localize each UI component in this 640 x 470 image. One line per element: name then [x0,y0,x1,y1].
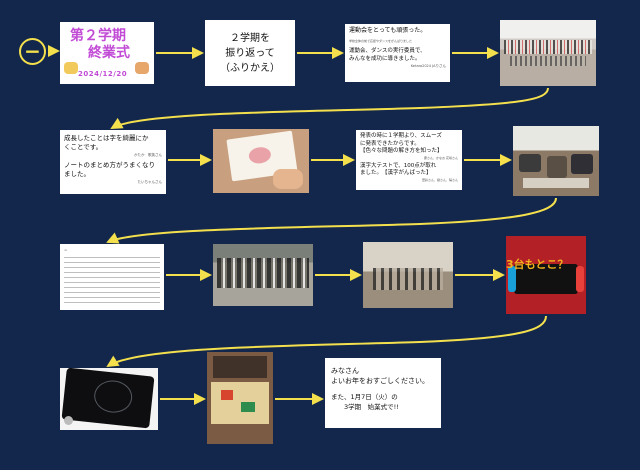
jumping-figure-icon [135,62,149,74]
reflection-card[interactable]: ２学期を 振り返って （ふりかえ） [205,20,295,86]
growth-small-1: かたか 歌英さん [134,153,162,157]
running-figure-icon [64,62,78,74]
title-heading-2: 終業式 [88,45,130,61]
reflection-text: ２学期を 振り返って （ふりかえ） [220,32,280,74]
growth-line-1: 成長したことは字を綺麗にか くことです。 [64,134,149,151]
broken-tablet-photo[interactable] [60,368,158,430]
document-header: = [64,247,68,252]
game-console-photo[interactable]: 3台もとこ？ [506,236,586,314]
document-lines [64,255,160,305]
presentation-card[interactable]: 発表の時に１学期より、スムーズ に発表できたからです。 【色々な問題の解き方を知… [356,130,462,190]
closing-card[interactable]: みなさん よいお年をおすごしください。 また、1月7日（火）の 3学期 始業式で… [325,358,441,428]
sports-day-card[interactable]: 運動会をとっても頑張った。 学校全体の前で応援やダンスをがんばりました 運動会、… [345,24,450,82]
announce-small-2: 華鈴さん、樹さん、陽さん [421,177,458,182]
announce-line-2: 漢字大テストで、100点が取れ ました。 【漢字がんばった】 [360,162,437,177]
hall-photo[interactable] [363,242,453,308]
tablet-home-icon [64,416,73,425]
announce-line-1: 発表の時に１学期より、スムーズ に発表できたからです。 【色々な問題の解き方を知… [360,133,443,154]
growth-line-2: ノートのまとめ方がうまくなり ました。 [64,161,155,178]
growth-card[interactable]: 成長したことは字を綺麗にか くことです。 かたか 歌英さん ノートのまとめ方がう… [60,130,166,194]
classroom-photo[interactable] [513,126,599,196]
sports-small-1: 学校全体の前で応援やダンスをがんばりました [349,39,412,43]
title-date: 2024/12/20 [78,70,128,78]
arrow-row2-to-row3 [106,197,557,244]
notebook-photo[interactable] [213,129,309,193]
sports-small-2: Ketaro2024 JAりさん [410,64,446,68]
arrow-row1-to-row2 [110,87,549,129]
sports-line-2: 運動会、ダンスの実行委員で、 みんなを成功に導きました。 [349,48,426,62]
minus-circle-icon[interactable]: − [19,38,46,65]
console-overlay-text: 3台もとこ？ [506,258,569,271]
sports-day-photo[interactable] [500,20,596,86]
growth-small-2: たいちゃんさん [137,180,163,184]
document-card[interactable]: = [60,244,164,310]
group-photo-outdoor[interactable] [213,244,313,306]
closing-line-1: みなさん よいお年をおすごしください。 [331,367,429,385]
board-game-photo[interactable] [207,352,273,444]
announce-small-1: 慶さん、かなお 花咲さん [424,155,458,160]
arrow-row3-to-row4 [106,315,547,368]
title-card[interactable]: 第２学期 終業式 2024/12/20 [60,22,154,84]
sports-line-1: 運動会をとっても頑張った。 [349,27,427,34]
title-heading-1: 第２学期 [70,28,126,44]
closing-line-2: また、1月7日（火）の 3学期 始業式で!! [331,393,399,411]
minus-icon: − [24,38,41,63]
